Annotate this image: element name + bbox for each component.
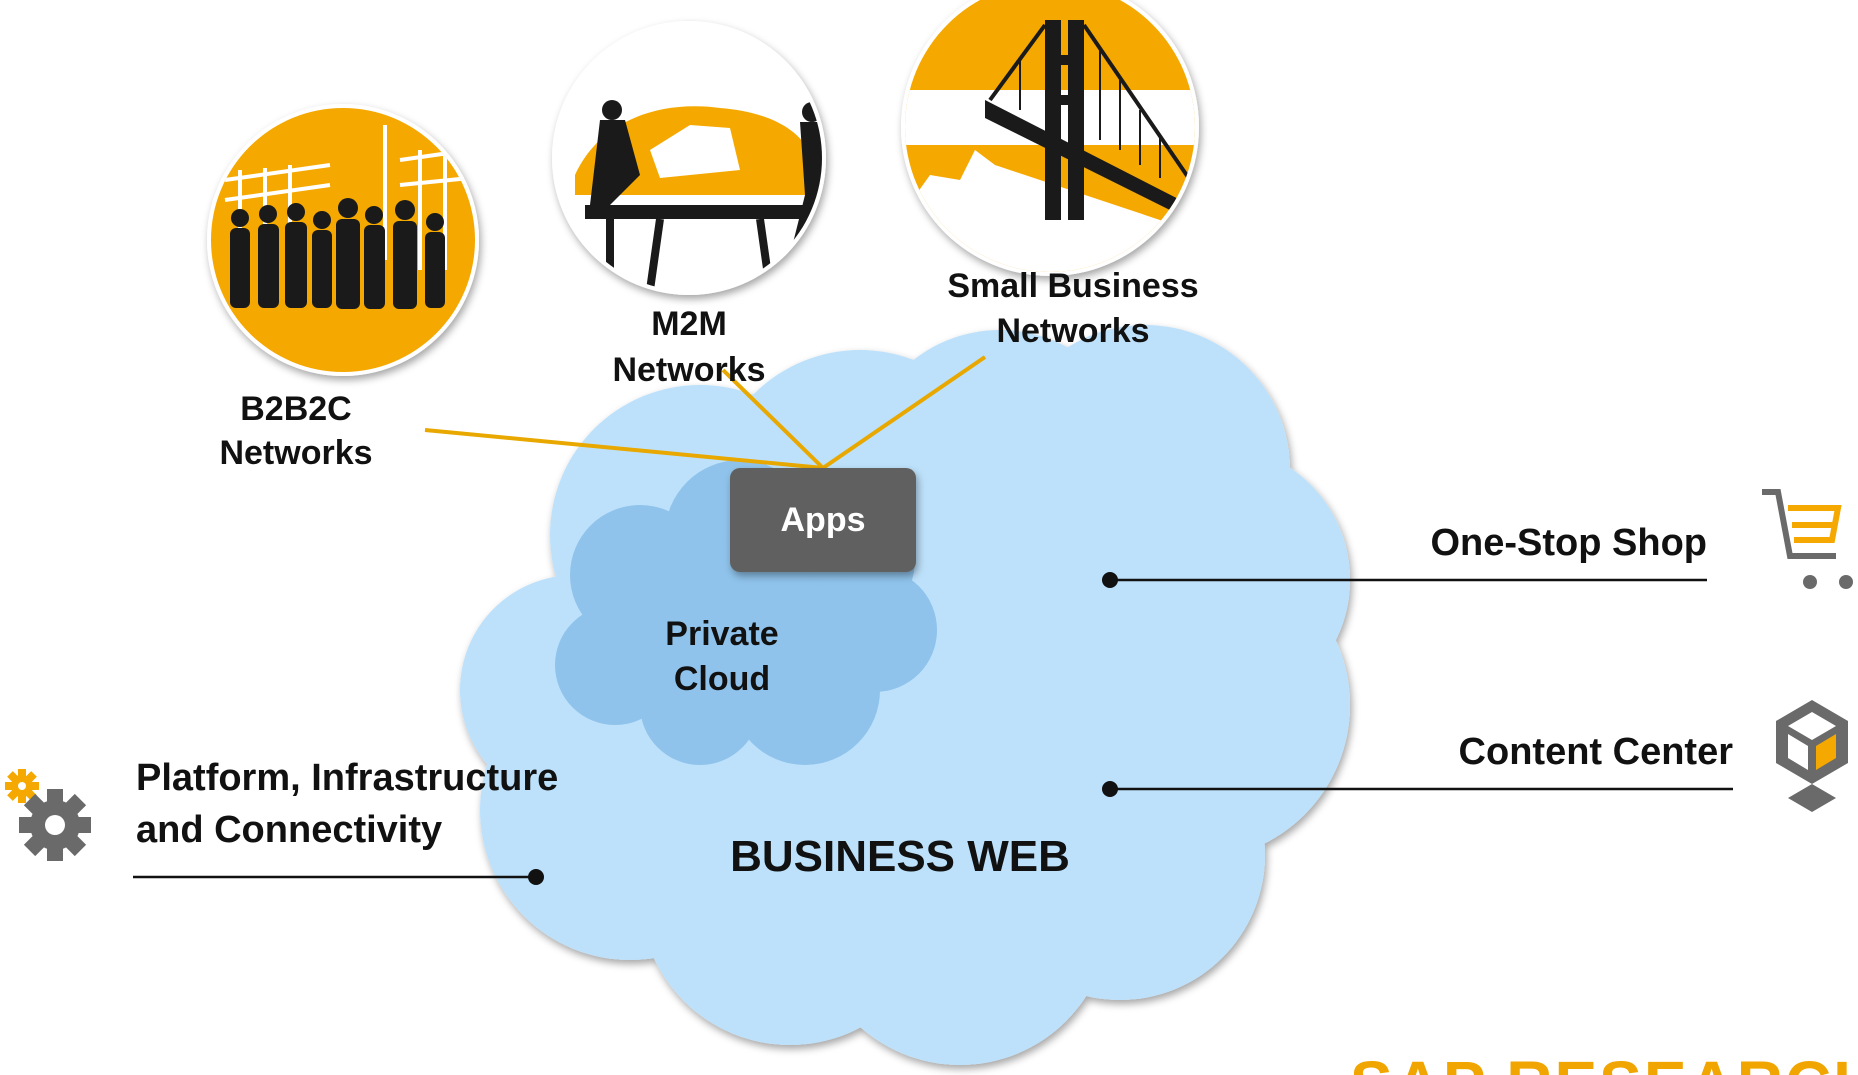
small-business-label-line2: Networks: [996, 312, 1149, 350]
network-connectors: [424, 355, 987, 470]
hexagon-cube-icon: [1776, 700, 1848, 812]
m2m-network-image: [552, 21, 826, 295]
business-web-label: BUSINESS WEB: [730, 832, 1070, 881]
one-stop-shop-connector: [1102, 572, 1707, 588]
b2b2c-label-line1: B2B2C: [240, 390, 351, 428]
gears-icon: [5, 769, 91, 861]
logo-text: SAP RESEARCH: [1350, 1048, 1858, 1075]
shopping-cart-icon: [1762, 489, 1853, 589]
private-cloud-label-line1: Private: [665, 615, 778, 653]
people-silhouettes-icon: [230, 198, 445, 309]
m2m-label-line2: Networks: [612, 351, 765, 389]
content-center-connector: [1102, 781, 1733, 797]
small-business-label-line1: Small Business: [947, 267, 1198, 305]
content-center-label: Content Center: [1459, 731, 1734, 773]
one-stop-shop-label: One-Stop Shop: [1430, 522, 1707, 564]
b2b2c-label-line2: Networks: [219, 434, 372, 472]
apps-box: Apps: [730, 468, 916, 572]
apps-label: Apps: [781, 501, 866, 539]
private-cloud-label-line2: Cloud: [674, 660, 770, 698]
sap-research-logo: SAP RESEARCH: [1350, 1048, 1858, 1075]
platform-connector: [133, 869, 544, 885]
bridge-skyline-icon: [905, 20, 1195, 272]
platform-label-line2: and Connectivity: [136, 809, 442, 851]
small-business-network-image: [901, 0, 1199, 276]
car-assembly-icon: [575, 100, 822, 291]
platform-label-line1: Platform, Infrastructure: [136, 757, 558, 799]
b2b2c-network-image: [207, 104, 479, 376]
m2m-label-line1: M2M: [651, 305, 727, 343]
